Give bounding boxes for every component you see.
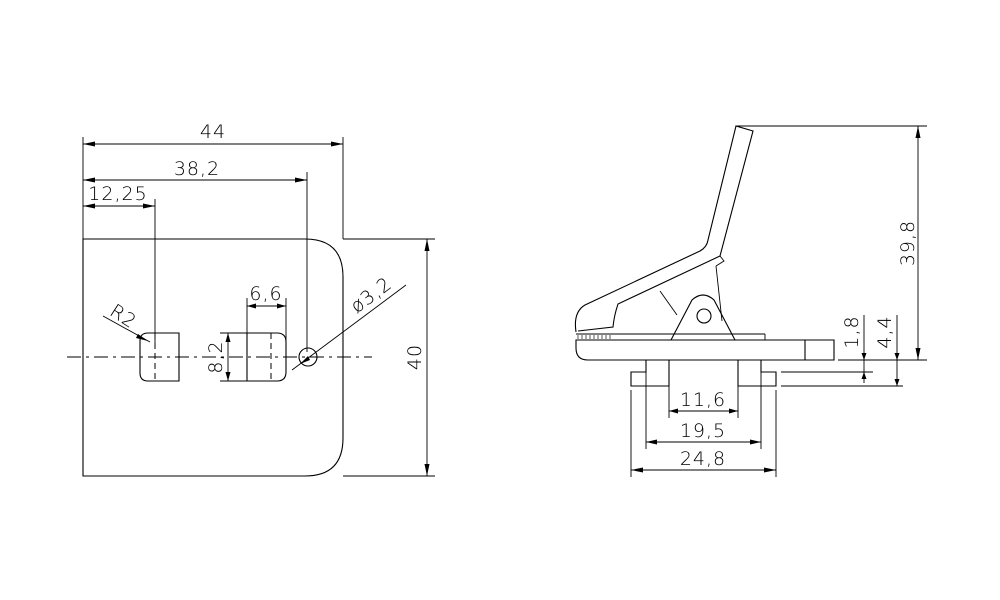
side-view: 39,8 1,8 4,4 11,6 19,5 24,8 xyxy=(574,125,927,477)
dim-slot-width: 6,6 xyxy=(249,283,282,305)
left-slot xyxy=(139,332,180,382)
clip-lever xyxy=(574,125,754,333)
hinge-pin xyxy=(696,308,712,324)
right-slot xyxy=(246,332,287,382)
dim-slot-height: 8,2 xyxy=(205,340,227,373)
front-view: 44 38,2 12,25 R2 6,6 xyxy=(67,121,435,477)
dim-slot-center-distance: 12,25 xyxy=(88,183,147,205)
left-foot xyxy=(630,360,670,387)
dim-foot-center-span: 19,5 xyxy=(680,420,726,442)
dim-overall-width: 44 xyxy=(200,121,226,143)
dim-overall-height: 40 xyxy=(404,344,426,370)
dim-base-thickness: 1,8 xyxy=(841,315,863,348)
mounting-hole xyxy=(298,347,318,367)
dim-slot-radius: R2 xyxy=(106,300,141,333)
dim-inner-foot-span: 11,6 xyxy=(680,389,726,411)
base-plate xyxy=(575,339,835,361)
hinge-bracket xyxy=(670,294,736,341)
plate-outline xyxy=(82,238,344,477)
dim-foot-height: 4,4 xyxy=(874,315,896,348)
right-foot xyxy=(737,360,777,387)
dim-outer-foot-span: 24,8 xyxy=(680,448,726,470)
dim-side-overall-height: 39,8 xyxy=(897,220,919,266)
dim-hole-center-distance: 38,2 xyxy=(174,158,220,180)
